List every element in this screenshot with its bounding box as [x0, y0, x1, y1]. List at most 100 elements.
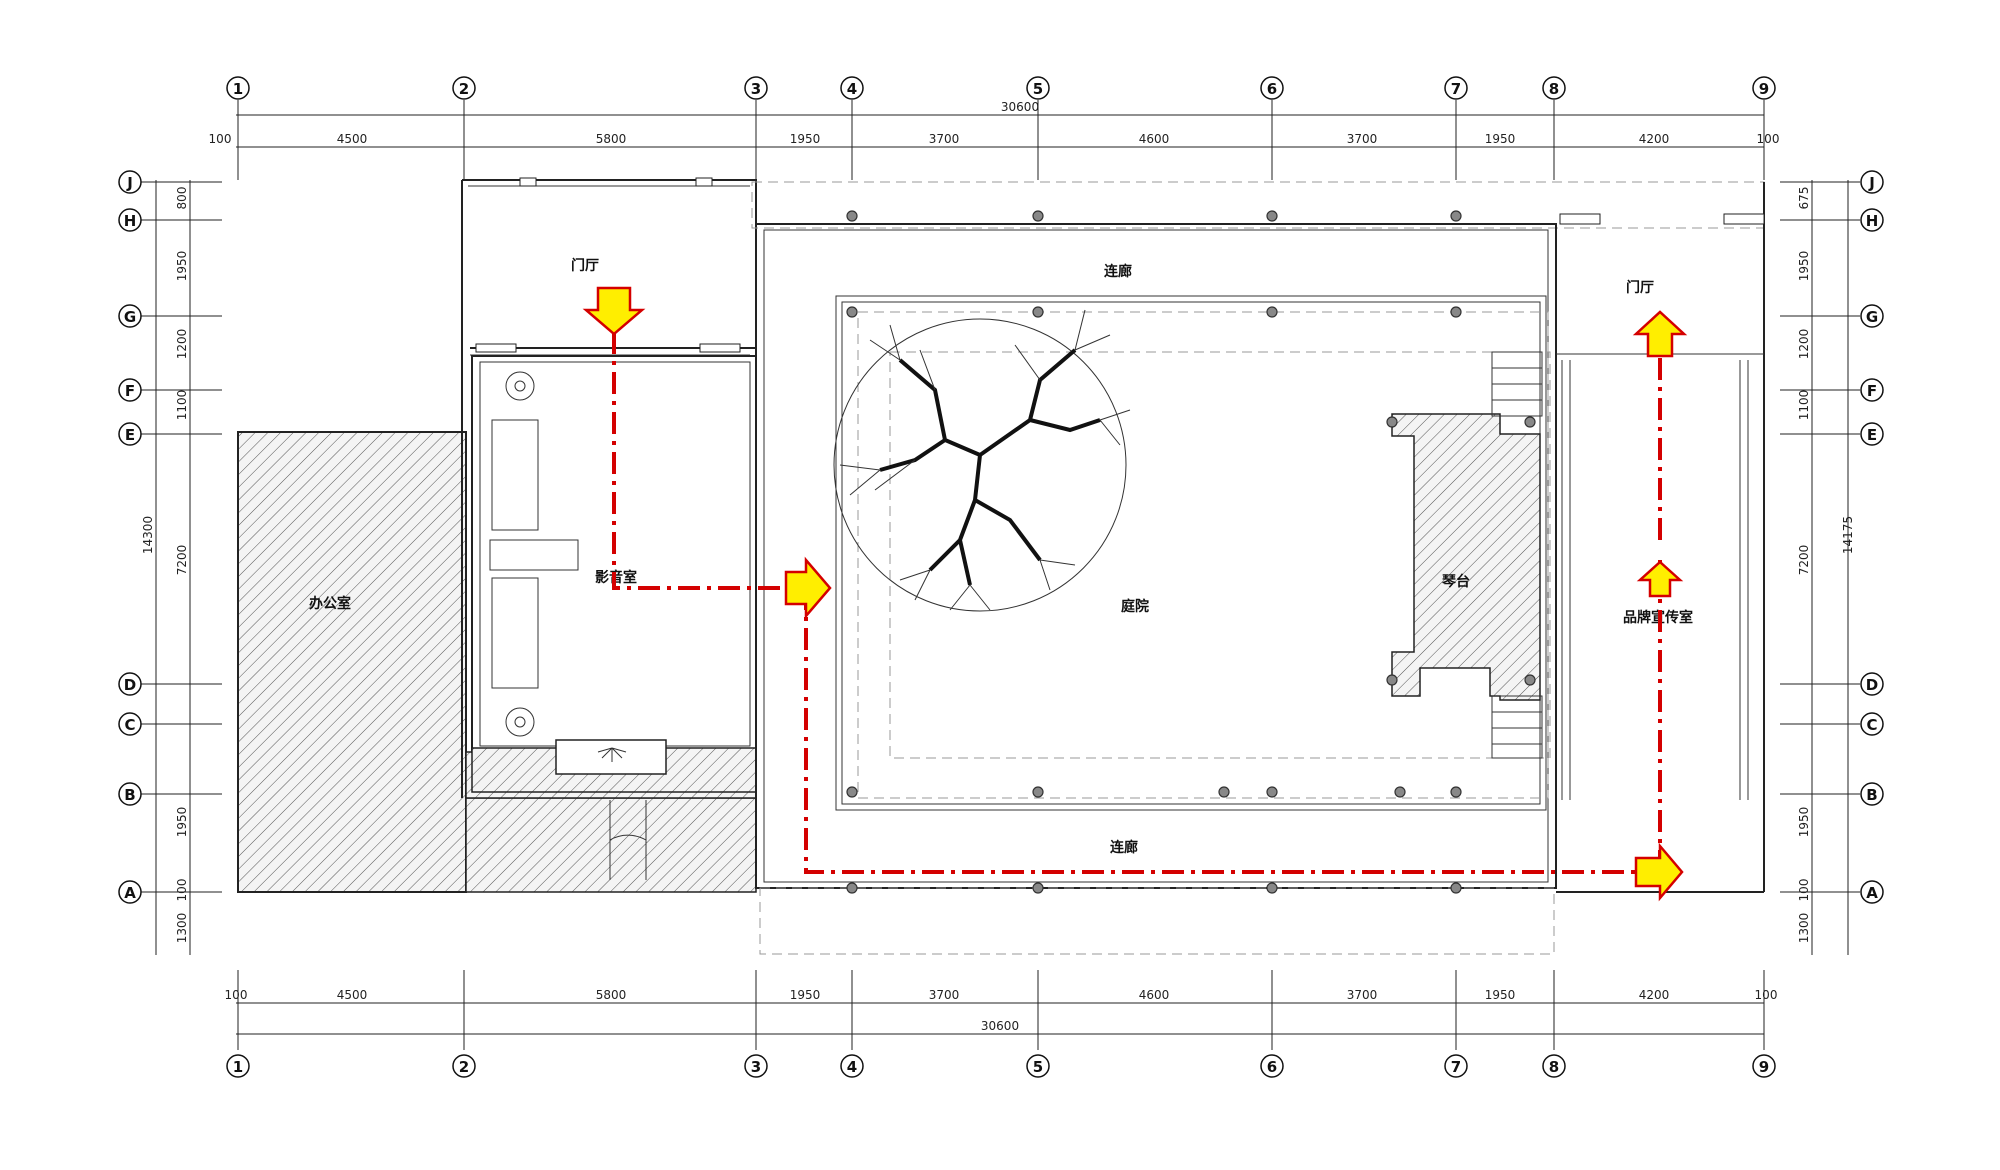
grid-bubble-row-H-left: [118, 208, 142, 232]
dim-left-span-2: 1950: [175, 251, 189, 282]
dim-top-span-5: 4600: [1139, 132, 1170, 146]
dim-bottom-span-1: 4500: [337, 988, 368, 1002]
grid-bubble-col-1-top: [226, 76, 250, 100]
grid-bubble-col-1-bottom: [226, 1054, 250, 1078]
column-post: [1032, 786, 1044, 798]
grid-bubble-col-9-bottom: [1752, 1054, 1776, 1078]
dimension-bottom: 30600 100 100 4500 5800 1950 3700 4600 3…: [225, 988, 1777, 1035]
column-post: [1266, 882, 1278, 894]
dim-right-span-1: 675: [1797, 187, 1811, 210]
column-post: [1266, 786, 1278, 798]
grid-label-col-2-top: 2: [459, 80, 469, 98]
grid-bubble-col-6-top: [1260, 76, 1284, 100]
route-arrow-right-1: [784, 556, 832, 620]
grid-label-row-C-left: C: [124, 716, 135, 734]
grid-label-row-J-left: J: [126, 174, 133, 192]
column-post: [1032, 882, 1044, 894]
column-post: [1450, 210, 1462, 222]
column-post: [1450, 786, 1462, 798]
grid-label-row-C-right: C: [1866, 716, 1877, 734]
dim-top-span-3: 1950: [790, 132, 821, 146]
grid-label-row-H-right: H: [1866, 212, 1879, 230]
column-post: [1524, 674, 1536, 686]
dim-bottom-span-7: 1950: [1485, 988, 1516, 1002]
column-post: [846, 210, 858, 222]
piano-stage-label: 琴台: [1442, 573, 1470, 590]
grid-label-col-2-bottom: 2: [459, 1058, 469, 1076]
grid-bubble-col-6-bottom: [1260, 1054, 1284, 1078]
route-arrow-right-2: [1634, 842, 1684, 902]
circulation-route: [582, 286, 1688, 902]
grid-label-row-G-right: G: [1866, 308, 1878, 326]
dim-top-span-6: 3700: [1347, 132, 1378, 146]
dim-top-span-2: 5800: [596, 132, 627, 146]
grid-label-col-4-top: 4: [847, 80, 857, 98]
grid-label-row-H-left: H: [124, 212, 137, 230]
entrance-left-label: 门厅: [571, 257, 599, 274]
grid-label-row-E-right: E: [1867, 426, 1877, 444]
dimension-left: 14300 800 1950 1200 1100 7200 1950 100 1…: [141, 180, 191, 955]
grid-label-col-4-bottom: 4: [847, 1058, 857, 1076]
column-post: [1386, 674, 1398, 686]
grid-label-row-E-left: E: [125, 426, 135, 444]
column-post: [1450, 306, 1462, 318]
dim-left-span-7: 100: [175, 879, 189, 902]
grid-bubble-row-E-right: [1860, 422, 1884, 446]
column-markers: [846, 210, 1536, 894]
grid-label-col-9-bottom: 9: [1759, 1058, 1769, 1076]
office-area: 办公室: [237, 431, 757, 893]
dim-right-span-7: 100: [1797, 879, 1811, 902]
corridor-bottom-label: 连廊: [1110, 839, 1138, 856]
office-label: 办公室: [309, 595, 351, 612]
grid-label-row-B-right: B: [1866, 786, 1877, 804]
grid-bubble-col-4-bottom: [840, 1054, 864, 1078]
dim-left-span-3: 1200: [175, 329, 189, 360]
grid-bubble-row-E-left: [118, 422, 142, 446]
grid-label-col-5-bottom: 5: [1033, 1058, 1043, 1076]
grid-bubble-col-5-top: [1026, 76, 1050, 100]
column-post: [846, 882, 858, 894]
grid-bubble-row-A-right: [1860, 880, 1884, 904]
route-arrow-down: [582, 286, 646, 336]
grid-label-row-A-left: A: [124, 884, 136, 902]
dim-right-span-3: 1200: [1797, 329, 1811, 360]
column-post: [1266, 210, 1278, 222]
dim-left-span-5: 7200: [175, 545, 189, 576]
grid-bubble-row-J-left: [118, 170, 142, 194]
grid-label-col-3-bottom: 3: [751, 1058, 761, 1076]
column-post: [1218, 786, 1230, 798]
dim-left-span-4: 1100: [175, 390, 189, 421]
column-post: [1266, 306, 1278, 318]
dim-bottom-total: 30600: [981, 1019, 1019, 1033]
dim-right-span-4: 1100: [1797, 390, 1811, 421]
dim-bottom-span-2: 5800: [596, 988, 627, 1002]
dim-left-span-1: 800: [175, 187, 189, 210]
grid-bubble-col-9-top: [1752, 76, 1776, 100]
column-post: [1032, 210, 1044, 222]
grid-bubble-row-H-right: [1860, 208, 1884, 232]
column-post: [846, 786, 858, 798]
grid-bubble-col-8-bottom: [1542, 1054, 1566, 1078]
grid-bubble-row-C-left: [118, 712, 142, 736]
column-post: [846, 306, 858, 318]
grid-bubble-col-8-top: [1542, 76, 1566, 100]
grid-bubble-row-F-right: [1860, 378, 1884, 402]
grid-label-col-8-top: 8: [1549, 80, 1559, 98]
route-arrow-up-1: [1632, 310, 1688, 358]
grid-label-row-B-left: B: [124, 786, 135, 804]
grid-label-row-D-right: D: [1866, 676, 1878, 694]
column-post: [1032, 306, 1044, 318]
column-post: [1524, 416, 1536, 428]
dim-right-span-5: 7200: [1797, 545, 1811, 576]
grid-bubble-col-3-bottom: [744, 1054, 768, 1078]
dim-left-span-6: 1950: [175, 807, 189, 838]
grid-label-row-G-left: G: [124, 308, 136, 326]
grid-label-col-7-bottom: 7: [1451, 1058, 1461, 1076]
dim-top-span-4: 3700: [929, 132, 960, 146]
courtyard-label: 庭院: [1121, 598, 1149, 615]
grid-bubble-col-2-bottom: [452, 1054, 476, 1078]
grid-bubble-row-F-left: [118, 378, 142, 402]
